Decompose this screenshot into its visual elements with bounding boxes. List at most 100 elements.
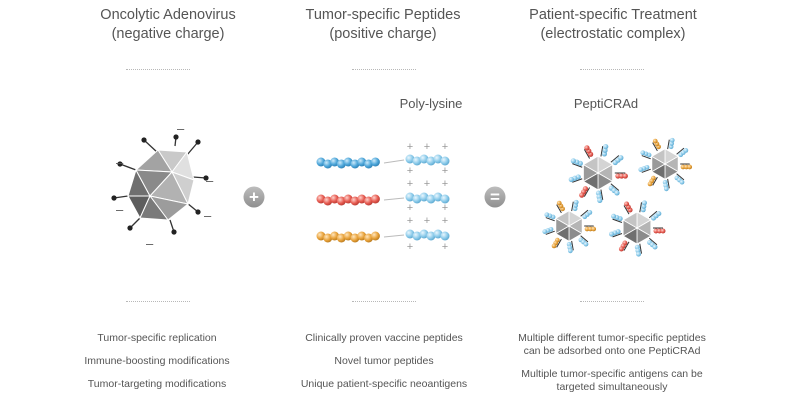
bead	[584, 145, 590, 151]
bead	[615, 173, 621, 179]
spike	[612, 218, 623, 223]
bead	[343, 231, 353, 241]
bullet-text: Immune-boosting modifications	[84, 355, 230, 367]
peptide-chain-icon	[316, 157, 380, 243]
bead	[684, 164, 689, 170]
bullet-text: Unique patient-specific neoantigens	[300, 378, 468, 390]
connector-line	[383, 197, 405, 201]
divider-top-1	[126, 69, 190, 70]
bead	[624, 201, 630, 207]
bead	[419, 192, 429, 202]
connector-line	[383, 159, 405, 164]
header-adenovirus: Oncolytic Adenovirus (negative charge)	[53, 6, 283, 44]
spike	[652, 176, 658, 186]
bead	[680, 164, 686, 170]
bead	[652, 244, 658, 250]
spike	[545, 217, 555, 222]
bead	[683, 148, 689, 153]
plus-sign: +	[442, 241, 448, 253]
plus-sign: +	[407, 165, 413, 177]
capsid-face	[555, 210, 570, 227]
bead	[603, 144, 609, 150]
plus-sign: +	[424, 141, 430, 153]
spike	[641, 155, 651, 160]
bead	[440, 194, 450, 204]
equals-circle-icon: =	[484, 186, 506, 208]
plus-sign: +	[442, 141, 448, 153]
bead	[426, 156, 436, 166]
bead	[657, 228, 663, 234]
bead	[573, 199, 579, 205]
bead	[433, 229, 443, 239]
bead	[652, 138, 658, 144]
bead	[370, 194, 380, 204]
bead	[618, 246, 624, 252]
minus-sign: –	[116, 155, 124, 170]
spike	[572, 163, 583, 168]
minus-sign: –	[204, 208, 212, 223]
bullets-treatment: Multiple different tumor-specific peptid…	[492, 332, 732, 404]
bead	[350, 159, 360, 169]
bead	[641, 200, 647, 206]
divider-bottom-1	[126, 301, 190, 302]
pepticrad-label: PeptiCRAd	[573, 96, 639, 111]
bullet-text: Clinically proven vaccine peptides	[305, 332, 463, 344]
bead	[336, 196, 346, 206]
header-treatment-line1: Patient-specific Treatment	[529, 7, 697, 23]
bead	[556, 200, 562, 206]
header-adenovirus-line1: Oncolytic Adenovirus	[100, 7, 236, 23]
bead	[611, 213, 617, 219]
plus-sign: +	[424, 215, 430, 227]
bead	[412, 194, 422, 204]
bead	[660, 228, 666, 234]
spike	[612, 233, 623, 238]
bead	[330, 194, 340, 204]
bead	[544, 212, 550, 218]
bullet-line: Multiple tumor-specific antigens can be	[521, 368, 703, 380]
polylysine-chain-icon	[383, 154, 450, 241]
bead	[433, 154, 443, 164]
bead	[350, 233, 360, 243]
bead	[357, 194, 367, 204]
plus-sign: +	[407, 241, 413, 253]
capsid-face	[651, 148, 666, 165]
bead	[323, 159, 333, 169]
plus-operator-label: +	[249, 188, 259, 207]
pepticrad-particle	[638, 137, 693, 192]
bead	[336, 233, 346, 243]
spike	[556, 238, 562, 248]
spike	[556, 204, 562, 214]
connector-line	[383, 234, 405, 238]
bead	[653, 228, 659, 234]
header-peptides: Tumor-specific Peptides (positive charge…	[268, 6, 498, 44]
divider-top-3	[580, 69, 644, 70]
bead	[618, 155, 624, 161]
adenovirus-icon: – – – – – –	[111, 121, 214, 251]
bead	[551, 243, 557, 249]
spike	[623, 241, 630, 251]
bead	[591, 226, 597, 232]
bead	[419, 229, 429, 239]
bead	[622, 173, 628, 179]
spike	[600, 189, 604, 200]
bead	[583, 241, 589, 247]
bead	[568, 176, 574, 183]
bead	[405, 192, 415, 202]
divider-bottom-3	[580, 301, 644, 302]
bead	[316, 231, 326, 241]
bead	[316, 194, 326, 204]
bead	[364, 233, 374, 243]
spike	[648, 210, 658, 219]
bead	[542, 229, 548, 235]
header-peptides-line1: Tumor-specific Peptides	[305, 7, 461, 23]
polylysine-label: Poly-lysine	[399, 96, 463, 111]
bead	[350, 196, 360, 206]
pepticrad-particle	[568, 144, 628, 204]
equals-operator-label: =	[490, 188, 500, 207]
spike	[610, 155, 620, 163]
spike	[600, 146, 604, 157]
bead	[405, 229, 415, 239]
spike	[639, 202, 643, 213]
header-treatment: Patient-specific Treatment (electrostati…	[498, 6, 728, 44]
